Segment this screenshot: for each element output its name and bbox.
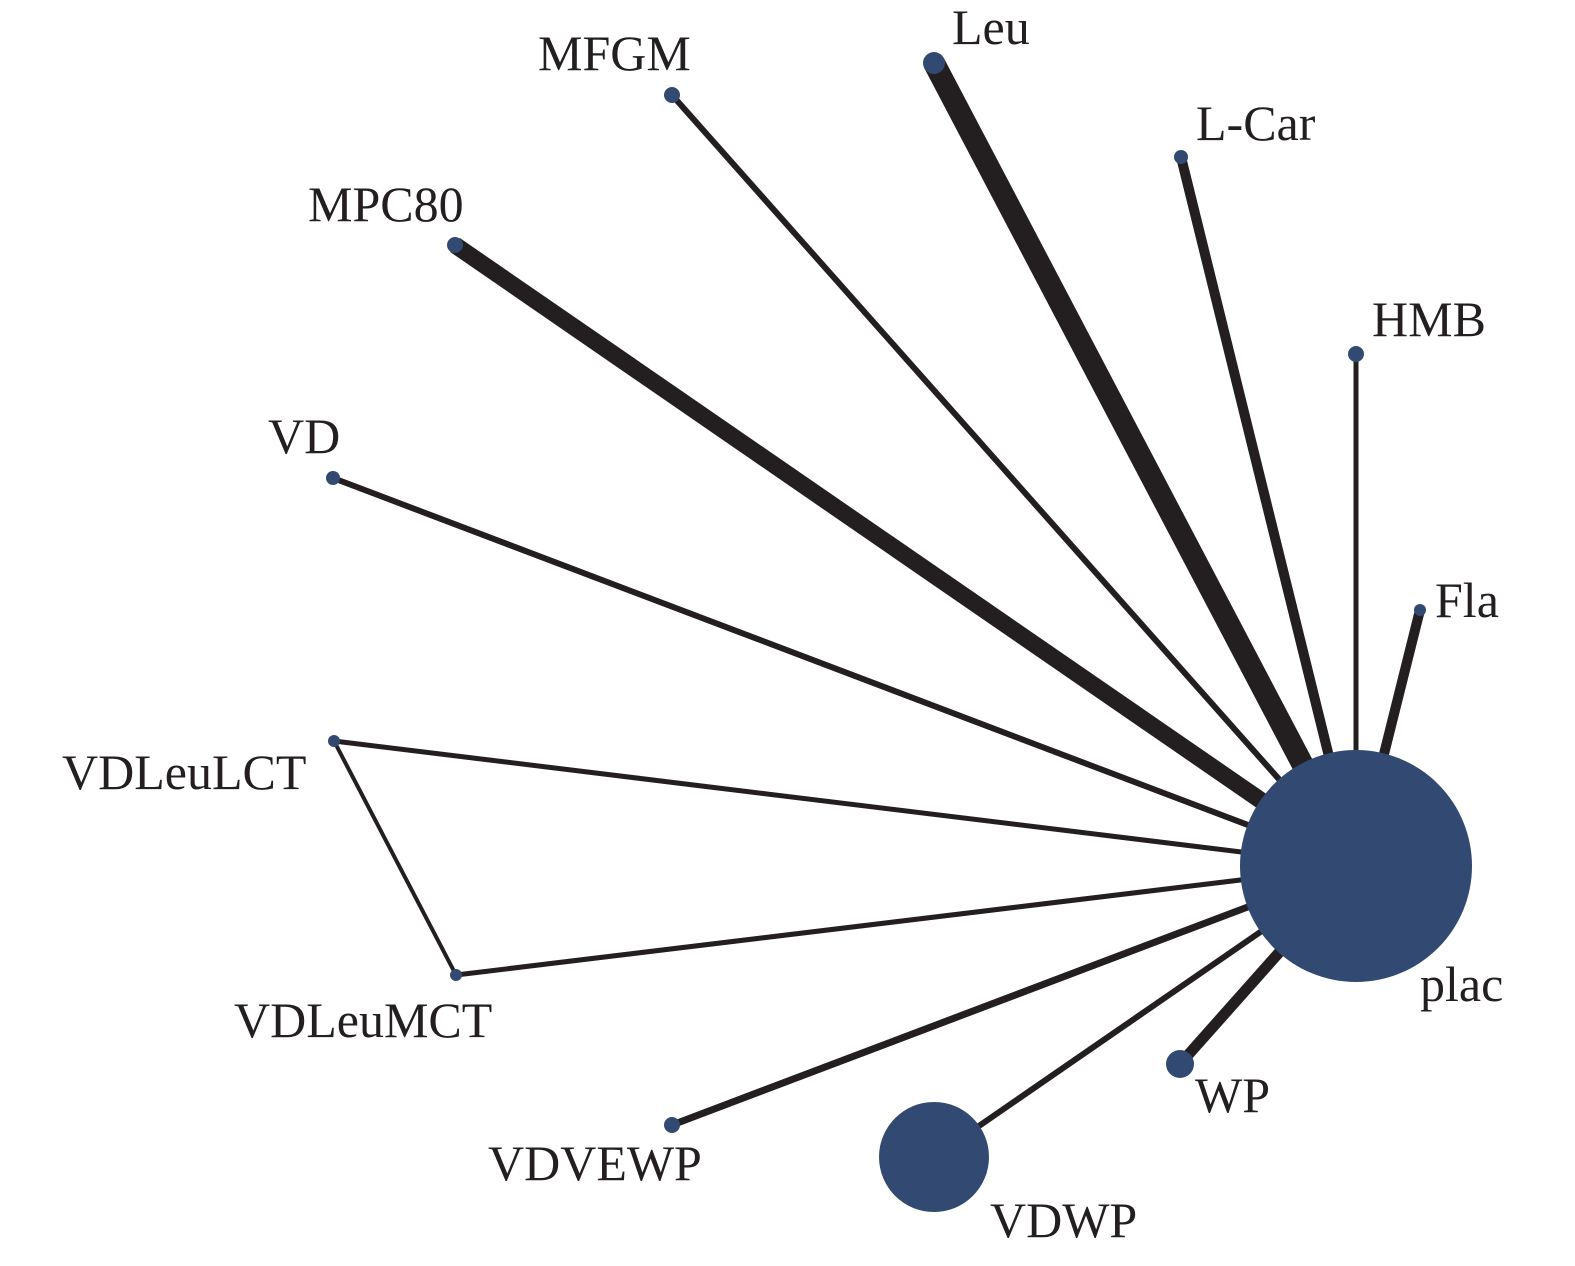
node-label-plac: plac xyxy=(1420,956,1503,1012)
edge-mpc80-plac xyxy=(450,238,1361,873)
node-label-l-car: L-Car xyxy=(1196,95,1316,151)
nodes-layer xyxy=(326,52,1472,1212)
node-hmb xyxy=(1348,346,1364,362)
edges-layer xyxy=(331,57,1425,1160)
edge-vdleumct-plac xyxy=(455,863,1357,978)
node-plac xyxy=(1240,750,1472,982)
node-vdwp xyxy=(879,1102,989,1212)
node-l-car xyxy=(1174,150,1188,164)
node-wp xyxy=(1166,1050,1194,1078)
node-leu xyxy=(923,52,945,74)
node-label-vdwp: VDWP xyxy=(990,1192,1137,1248)
node-label-vd: VD xyxy=(268,408,340,464)
node-label-vdleulct: VDLeuLCT xyxy=(62,744,306,800)
node-vdleulct xyxy=(328,735,340,747)
node-vdleumct xyxy=(450,969,462,981)
edge-vdleulct-plac xyxy=(333,738,1357,869)
edge-vdvewp-plac xyxy=(670,862,1358,1129)
node-label-hmb: HMB xyxy=(1372,291,1486,347)
edge-vd-plac xyxy=(331,475,1358,869)
node-label-fla: Fla xyxy=(1435,572,1499,628)
edge-mfgm-plac xyxy=(669,93,1359,868)
edge-leu-plac xyxy=(924,57,1366,872)
node-label-leu: Leu xyxy=(952,0,1030,55)
edge-vdleulct-vdleumct xyxy=(332,740,458,976)
node-label-mpc80: MPC80 xyxy=(308,176,464,232)
node-label-mfgm: MFGM xyxy=(538,25,691,81)
node-label-vdvewp: VDVEWP xyxy=(488,1135,702,1191)
node-fla xyxy=(1414,604,1426,616)
node-mpc80 xyxy=(447,237,463,253)
node-mfgm xyxy=(664,87,680,103)
node-vd xyxy=(326,471,340,485)
node-label-vdleumct: VDLeuMCT xyxy=(234,992,492,1048)
node-label-wp: WP xyxy=(1195,1067,1270,1123)
node-vdvewp xyxy=(664,1117,680,1133)
edge-l-car-plac xyxy=(1176,155,1361,868)
